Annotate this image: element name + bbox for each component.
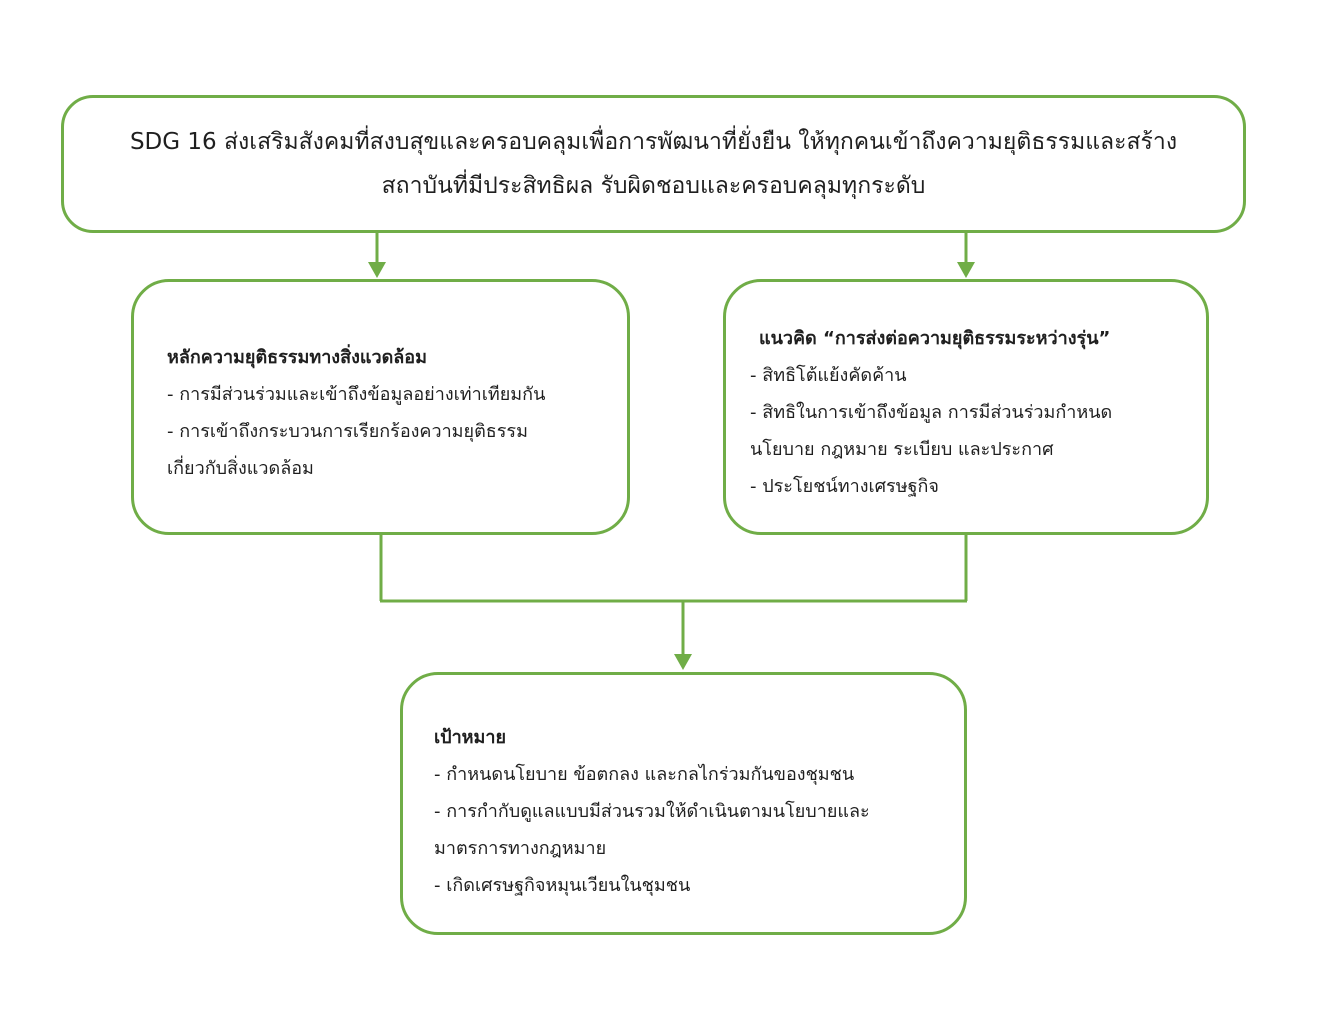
sdg16-goal-box: SDG 16 ส่งเสริมสังคมที่สงบสุขและครอบคลุม… (61, 95, 1246, 233)
goals-box: เป้าหมาย - กำหนดนโยบาย ข้อตกลง และกลไกร่… (400, 672, 967, 935)
environmental-justice-list: - การมีส่วนร่วมและเข้าถึงข้อมูลอย่างเท่า… (167, 376, 627, 487)
list-item: - สิทธิในการเข้าถึงข้อมูล การมีส่วนร่วมก… (750, 402, 1113, 460)
intergenerational-justice-list: - สิทธิโต้แย้งคัดค้าน - สิทธิในการเข้าถึ… (750, 357, 1206, 505)
list-item: - กำหนดนโยบาย ข้อตกลง และกลไกร่วมกันของช… (434, 764, 855, 785)
intergenerational-justice-title: แนวคิด “การส่งต่อความยุติธรรมระหว่างรุ่น… (759, 328, 1111, 349)
list-item: - การเข้าถึงกระบวนการเรียกร้องความยุติธร… (167, 421, 528, 479)
list-item: - การมีส่วนร่วมและเข้าถึงข้อมูลอย่างเท่า… (167, 384, 546, 405)
environmental-justice-box: หลักความยุติธรรมทางสิ่งแวดล้อม - การมีส่… (131, 279, 630, 535)
goals-title: เป้าหมาย (434, 727, 507, 748)
goals-list: - กำหนดนโยบาย ข้อตกลง และกลไกร่วมกันของช… (434, 756, 964, 904)
list-item: - ประโยชน์ทางเศรษฐกิจ (750, 476, 939, 497)
sdg16-goal-line-1: SDG 16 ส่งเสริมสังคมที่สงบสุขและครอบคลุม… (129, 129, 1178, 155)
list-item: - สิทธิโต้แย้งคัดค้าน (750, 365, 907, 386)
arrow-head-bottom (674, 654, 692, 670)
list-item: - เกิดเศรษฐกิจหมุนเวียนในชุมชน (434, 875, 691, 896)
arrow-head-right (957, 262, 975, 278)
list-item: - การกำกับดูแลแบบมีส่วนรวมให้ดำเนินตามนโ… (434, 801, 870, 859)
arrow-head-left (368, 262, 386, 278)
environmental-justice-title: หลักความยุติธรรมทางสิ่งแวดล้อม (167, 347, 427, 368)
sdg16-goal-line-2: สถาบันที่มีประสิทธิผล รับผิดชอบและครอบคล… (381, 173, 926, 199)
intergenerational-justice-box: แนวคิด “การส่งต่อความยุติธรรมระหว่างรุ่น… (723, 279, 1209, 535)
